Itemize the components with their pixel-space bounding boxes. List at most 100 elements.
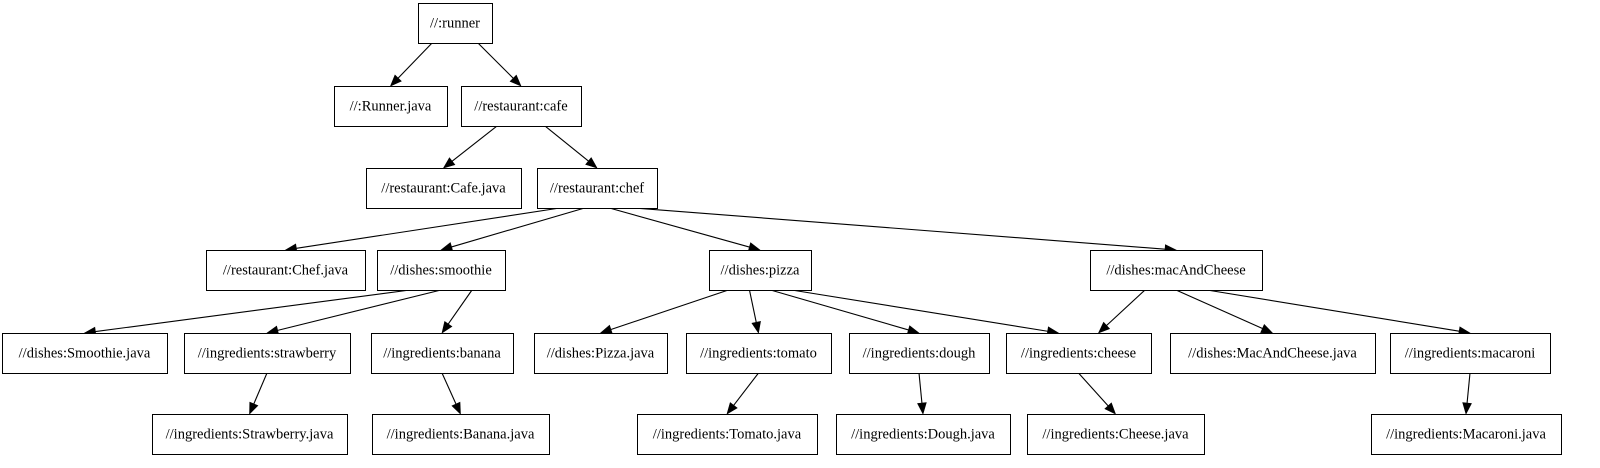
node-label: //ingredients:Dough.java	[851, 426, 995, 442]
node-box	[461, 86, 582, 127]
graph-node[interactable]: //restaurant:Cafe.java	[366, 168, 522, 209]
node-box	[1371, 414, 1562, 455]
graph-edge	[451, 125, 498, 162]
arrowhead-icon	[1104, 402, 1117, 415]
node-box	[1027, 414, 1205, 455]
graph-node[interactable]: //ingredients:Dough.java	[836, 414, 1011, 455]
node-box	[334, 86, 448, 127]
graph-edge	[1078, 372, 1109, 407]
graph-edge	[277, 289, 442, 331]
graph-edge	[1206, 289, 1460, 332]
graph-edge	[451, 207, 585, 248]
graph-node[interactable]: //restaurant:Chef.java	[206, 250, 366, 291]
graph-node[interactable]: //dishes:Pizza.java	[534, 333, 668, 374]
node-label: //dishes:MacAndCheese.java	[1188, 345, 1357, 361]
graph-node[interactable]: //dishes:smoothie	[377, 250, 506, 291]
graph-node[interactable]: //ingredients:cheese	[1006, 333, 1152, 374]
graph-node[interactable]: //restaurant:chef	[537, 168, 658, 209]
graph-node[interactable]: //ingredients:Macaroni.java	[1371, 414, 1562, 455]
graph-node[interactable]: //restaurant:cafe	[461, 86, 582, 127]
graph-node[interactable]: //ingredients:Banana.java	[372, 414, 550, 455]
node-label: //ingredients:Strawberry.java	[166, 426, 334, 442]
graph-node[interactable]: //:runner	[418, 3, 493, 44]
arrowhead-icon	[509, 74, 522, 87]
node-label: //ingredients:Tomato.java	[653, 426, 802, 442]
node-box	[418, 3, 493, 44]
arrowhead-icon	[440, 242, 454, 252]
arrowhead-icon	[442, 157, 456, 169]
graph-edge	[477, 42, 514, 79]
node-box	[371, 333, 514, 374]
node-label: //dishes:Smoothie.java	[19, 345, 151, 361]
node-box	[1170, 333, 1376, 374]
node-box	[537, 168, 658, 209]
graph-node[interactable]: //dishes:MacAndCheese.java	[1170, 333, 1376, 374]
node-label: //restaurant:Cafe.java	[381, 180, 506, 196]
arrowhead-icon	[249, 401, 259, 415]
graph-edge	[1106, 289, 1146, 326]
graph-edge	[791, 289, 1048, 332]
node-label: //ingredients:dough	[863, 345, 977, 361]
node-box	[152, 414, 348, 455]
node-label: //dishes:Pizza.java	[547, 345, 655, 361]
node-label: //ingredients:Cheese.java	[1042, 426, 1189, 442]
node-box	[377, 250, 506, 291]
node-label: //ingredients:banana	[383, 345, 501, 361]
node-box	[686, 333, 832, 374]
node-box	[366, 168, 522, 209]
node-box	[836, 414, 1011, 455]
graph-edge	[770, 289, 909, 331]
nodes-layer: //:runner //:Runner.java //restaurant:cafe…	[2, 3, 1562, 455]
node-label: //:Runner.java	[350, 98, 432, 114]
graph-edge	[1466, 372, 1471, 404]
arrowhead-icon	[726, 402, 738, 415]
graph-node[interactable]: //ingredients:tomato	[686, 333, 832, 374]
graph-edge	[447, 289, 473, 325]
node-label: //restaurant:chef	[550, 180, 644, 196]
arrowhead-icon	[389, 74, 402, 87]
graph-node[interactable]: //:Runner.java	[334, 86, 448, 127]
arrowhead-icon	[906, 325, 920, 335]
arrowhead-icon	[1462, 402, 1472, 415]
node-box	[534, 333, 668, 374]
node-label: //dishes:smoothie	[390, 262, 492, 278]
node-box	[206, 250, 366, 291]
graph-node[interactable]: //ingredients:banana	[371, 333, 514, 374]
node-label: //ingredients:tomato	[700, 345, 817, 361]
graph-node[interactable]: //ingredients:strawberry	[184, 333, 351, 374]
node-label: //restaurant:cafe	[474, 98, 567, 114]
graph-edge	[95, 289, 411, 333]
node-box	[709, 250, 812, 291]
node-label: //ingredients:Macaroni.java	[1386, 426, 1546, 442]
node-box	[1090, 250, 1263, 291]
graph-edge	[610, 289, 729, 331]
arrowhead-icon	[441, 320, 453, 334]
graph-edge	[441, 372, 457, 405]
graph-node[interactable]: //ingredients:dough	[849, 333, 990, 374]
node-box	[2, 333, 168, 374]
graph-node[interactable]: //ingredients:macaroni	[1390, 333, 1551, 374]
node-label: //dishes:macAndCheese	[1106, 262, 1245, 278]
graph-edge	[918, 372, 923, 404]
graph-edge	[544, 125, 589, 162]
node-box	[1390, 333, 1551, 374]
graph-node[interactable]: //ingredients:Tomato.java	[637, 414, 818, 455]
graph-edge	[1175, 289, 1263, 330]
arrowhead-icon	[599, 324, 613, 334]
node-label: //ingredients:Banana.java	[387, 426, 535, 442]
node-box	[849, 333, 990, 374]
node-box	[184, 333, 351, 374]
node-label: //ingredients:cheese	[1021, 345, 1136, 361]
graph-node[interactable]: //ingredients:Cheese.java	[1027, 414, 1205, 455]
node-box	[372, 414, 550, 455]
arrowhead-icon	[1260, 323, 1274, 334]
graph-node[interactable]: //dishes:pizza	[709, 250, 812, 291]
graph-node[interactable]: //ingredients:Strawberry.java	[152, 414, 348, 455]
node-label: //:runner	[430, 15, 480, 31]
graph-node[interactable]: //dishes:Smoothie.java	[2, 333, 168, 374]
arrowhead-icon	[917, 402, 927, 415]
graph-node[interactable]: //dishes:macAndCheese	[1090, 250, 1263, 291]
graph-edge	[397, 42, 433, 79]
